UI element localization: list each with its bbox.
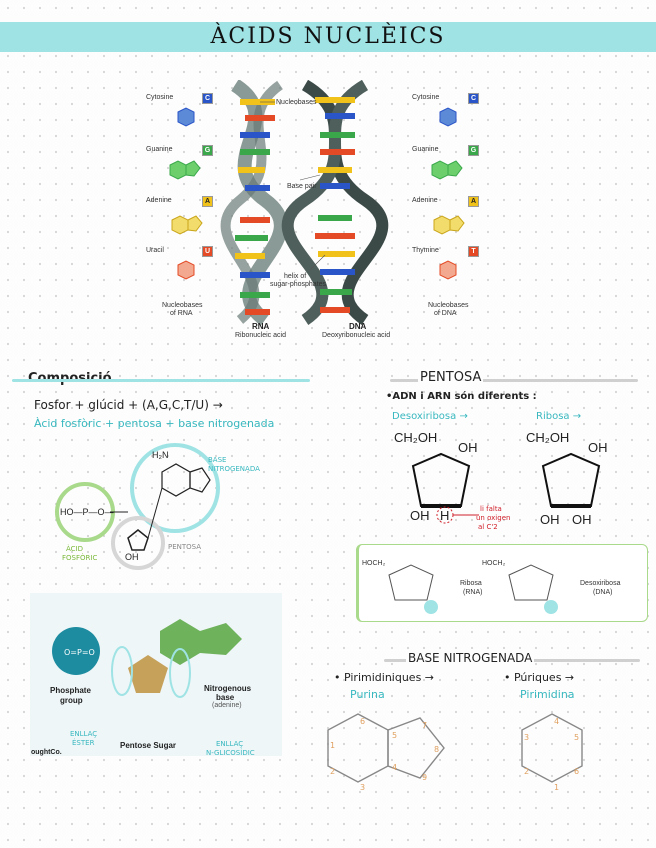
left-base-3: Adenine — [146, 197, 172, 204]
pentosa-sketch-label: PENTOSA — [168, 543, 201, 551]
desoxiribosa-label: Desoxiribosa → — [392, 411, 468, 422]
svg-text:1: 1 — [330, 741, 335, 750]
nitrogenous-label-3: (adenine) — [212, 702, 242, 709]
oh-bottom-3: OH — [572, 512, 592, 527]
acid-label-2: FOSFÒRIC — [62, 554, 97, 562]
oh-right-1: OH — [458, 440, 478, 455]
dna-caption-1: Nucleobases — [428, 302, 468, 309]
phosphate-label-1: Phosphate — [50, 686, 91, 695]
enllac-ester-2: ÉSTER — [72, 739, 94, 747]
phosphate-label-2: group — [60, 696, 83, 705]
svg-text:4: 4 — [392, 763, 397, 772]
svg-text:2: 2 — [524, 767, 529, 776]
oh-right-2: OH — [588, 440, 608, 455]
right-base-3: Adenine — [412, 197, 438, 204]
falta-note-2: un oxigen — [476, 514, 510, 522]
svg-text:1: 1 — [554, 783, 559, 792]
base-label-2: NITROGENADA — [208, 465, 260, 473]
desoxi-box-label-1: Desoxiribosa — [580, 580, 620, 587]
rna-subtitle: Ribonucleic acid — [235, 332, 286, 339]
dna-subtitle: Deoxyribonucleic acid — [322, 332, 390, 339]
base-pair-label: Base pair — [287, 183, 317, 190]
purines-label: • Púriques → — [504, 671, 574, 684]
letter-t-right: T — [468, 246, 479, 257]
svg-text:6: 6 — [574, 767, 579, 776]
falta-note-3: al C'2 — [478, 523, 498, 531]
enllac-n-1: ENLLAÇ — [216, 740, 243, 748]
nucleotide-structure-drawing: O=P=O — [30, 593, 282, 756]
svg-text:3: 3 — [524, 733, 529, 742]
helix-label-2: sugar-phosphates — [270, 281, 326, 288]
base-label-1: BASE — [208, 456, 226, 464]
ribosa-box-label-2: (RNA) — [463, 589, 482, 596]
svg-text:6: 6 — [360, 717, 365, 726]
svg-text:5: 5 — [392, 731, 397, 740]
left-base-2: Guanine — [146, 146, 172, 153]
svg-text:7: 7 — [422, 721, 427, 730]
left-base-1: Cytosine — [146, 94, 173, 101]
composicio-line1: Fosfor + glúcid + (A,G,C,T/U) → — [34, 398, 223, 412]
phosphate-formula: HO—P—O— — [60, 507, 114, 517]
letter-c-left: C — [202, 93, 213, 104]
falta-note-1: li falta — [480, 505, 502, 513]
hoch2-right: HOCH₂ — [482, 560, 505, 567]
oh-label: OH — [125, 552, 139, 562]
oh-bottom-2: OH — [540, 512, 560, 527]
letter-g-left: G — [202, 145, 213, 156]
helix-label-1: helix of — [284, 273, 306, 280]
right-base-4: Thymine — [412, 247, 439, 254]
svg-text:2: 2 — [330, 767, 335, 776]
letter-u-left: U — [202, 246, 213, 257]
pentose-sugar-label: Pentose Sugar — [120, 741, 176, 750]
svg-text:O=P=O: O=P=O — [64, 648, 95, 657]
svg-text:3: 3 — [360, 783, 365, 792]
dna-rna-illustration — [140, 80, 520, 350]
svg-text:5: 5 — [574, 733, 579, 742]
composicio-line2: Àcid fosfòric + pentosa + base nitrogena… — [34, 417, 274, 430]
credit-label: oughtCo. — [31, 749, 62, 756]
base-rings-drawing: 6 1 2 3 4 5 7 8 9 4 3 2 1 6 5 — [310, 700, 640, 810]
base-rings: 6 1 2 3 4 5 7 8 9 4 3 2 1 6 5 — [310, 700, 640, 810]
nucleotide-structure-panel: O=P=O — [30, 593, 282, 756]
left-base-4: Uracil — [146, 247, 164, 254]
enllac-ester-1: ENLLAÇ — [70, 730, 97, 738]
right-base-1: Cytosine — [412, 94, 439, 101]
oh-bottom-1: OH — [410, 508, 430, 523]
pentosa-note: •ADN i ARN són diferents : — [386, 391, 537, 402]
rna-caption-1: Nucleobases — [162, 302, 202, 309]
ribosa-box-label-1: Ribosa — [460, 580, 482, 587]
acid-label-1: ÀCID — [66, 545, 83, 553]
right-base-2: Guanine — [412, 146, 438, 153]
pentosa-heading: PENTOSA — [418, 370, 483, 385]
h-bottom: H — [440, 508, 449, 523]
rna-caption-2: of RNA — [170, 310, 193, 317]
nucleobases-label: Nucleobases — [276, 99, 316, 106]
desoxi-box-label-2: (DNA) — [593, 589, 612, 596]
svg-text:9: 9 — [422, 773, 427, 782]
composicio-underline — [12, 379, 310, 382]
pirimidines-label: • Pirimidiniques → — [334, 671, 434, 684]
letter-a-left: A — [202, 196, 213, 207]
letter-g-right: G — [468, 145, 479, 156]
nh2-label: H₂N — [152, 450, 169, 460]
page-title: ÀCIDS NUCLÈICS — [0, 24, 656, 49]
dna-title: DNA — [349, 322, 366, 331]
hoch2-left: HOCH₂ — [362, 560, 385, 567]
letter-c-right: C — [468, 93, 479, 104]
letter-a-right: A — [468, 196, 479, 207]
nitrogenous-label-1: Nitrogenous — [204, 684, 251, 693]
base-nitrogenada-heading: BASE NITROGENADA — [406, 651, 534, 665]
svg-text:8: 8 — [434, 745, 439, 754]
dna-rna-figure — [140, 80, 520, 350]
ch2oh-right: CH₂OH — [526, 430, 569, 445]
nitrogenous-label-2: base — [216, 693, 234, 702]
svg-text:4: 4 — [554, 717, 559, 726]
dna-caption-2: of DNA — [434, 310, 457, 317]
rna-title: RNA — [252, 322, 269, 331]
enllac-n-2: N-GLICOSÍDIC — [206, 749, 255, 757]
ch2oh-left: CH₂OH — [394, 430, 437, 445]
ribosa-label: Ribosa → — [536, 411, 581, 422]
